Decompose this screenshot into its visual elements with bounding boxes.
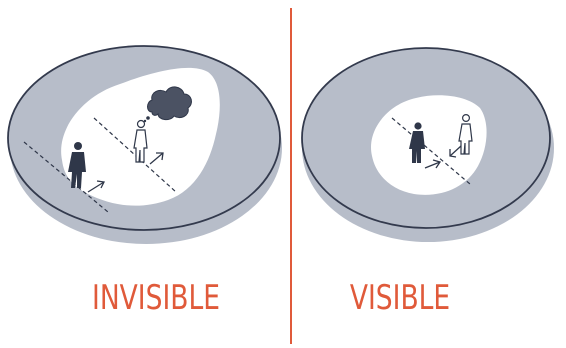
caption-visible: VISIBLE [349,278,451,318]
right-gaze-arrow-2 [449,145,462,158]
right-person-outline-icon [458,113,473,155]
right-panel [301,47,554,242]
right-person-dark-icon [409,122,425,163]
caption-invisible: INVISIBLE [91,278,220,318]
thought-cloud-icon [143,86,192,123]
left-dashed-line [23,141,109,213]
person-dark-icon [68,142,86,188]
left-gaze-arrow-2 [149,152,164,165]
left-panel [7,45,282,244]
person-outline-icon [133,119,148,163]
right-light-area [371,95,487,195]
right-gaze-arrow [424,159,442,169]
left-dashed-line-2 [93,117,177,193]
left-gaze-arrow [87,180,105,193]
right-dashed-line [391,117,471,185]
